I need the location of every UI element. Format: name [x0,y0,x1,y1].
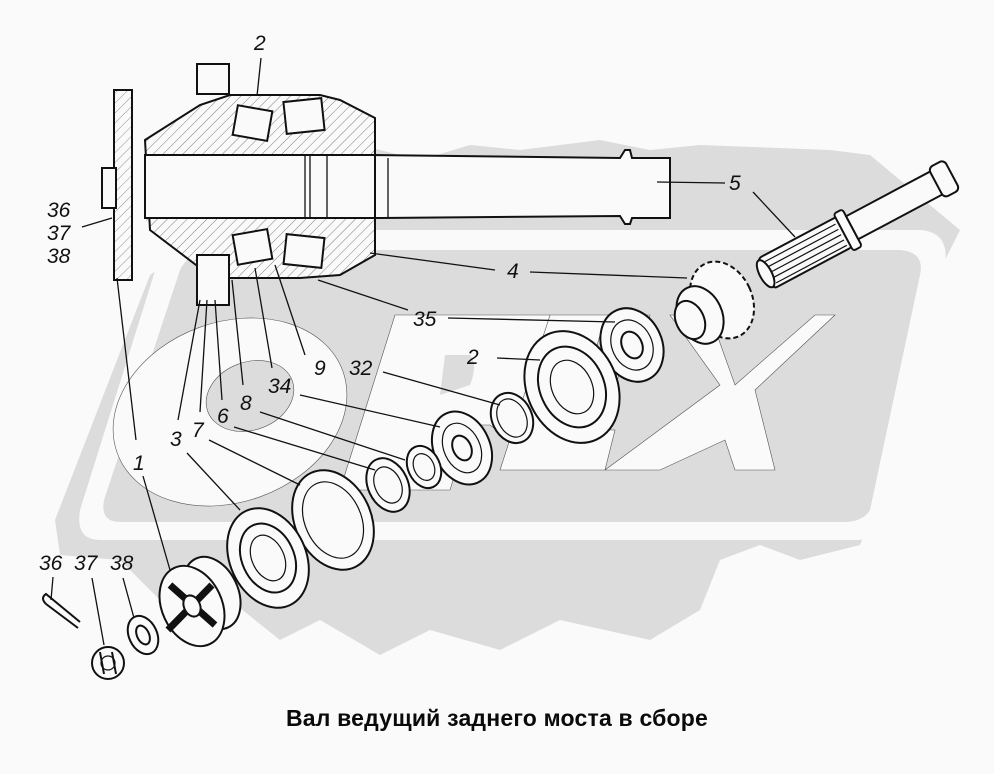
callout-35: 35 [413,308,437,331]
shaft-assembly-section [101,63,671,306]
callouts: 2 36 37 38 5 4 35 2 9 32 34 8 6 7 3 1 36… [39,32,741,575]
callout-2-mid: 2 [466,346,479,369]
callout-36-left: 36 [47,199,71,222]
part-3-cover [226,507,310,609]
part-32-spacer [489,391,535,445]
part-34-ball-bearing [430,410,494,486]
callout-7: 7 [192,419,205,442]
leader-lines [50,57,796,646]
callout-37: 37 [74,552,99,575]
part-35-bearing [599,307,665,383]
callout-3: 3 [170,428,182,451]
shaft-bore [144,154,376,219]
part-6-seal [365,457,411,513]
callout-38-left: 38 [47,245,71,268]
callout-6: 6 [217,405,229,428]
callout-38: 38 [110,552,134,575]
watermark-letter-x [604,314,836,471]
callout-2-top: 2 [253,32,266,55]
callout-1: 1 [133,452,145,475]
part-2-housing [523,330,621,444]
callout-34: 34 [268,375,291,398]
callout-5: 5 [729,172,741,195]
callout-32: 32 [349,357,373,380]
callout-36: 36 [39,552,63,575]
callout-37-left: 37 [47,222,72,245]
diagram-caption: Вал ведущий заднего моста в сборе [285,705,709,731]
part-4-gear [673,260,756,345]
part-36-cotter-pin [42,592,81,629]
part-37-castle-nut [91,646,125,680]
part-1-flange [158,555,242,648]
callout-4: 4 [507,260,519,283]
callout-8: 8 [240,392,252,415]
callout-9: 9 [314,357,326,380]
part-38-washer [126,614,160,656]
part-8-lock-ring [405,444,443,490]
part-7-gasket [291,469,375,571]
shaft-extension [374,149,671,225]
part-5-drive-shaft [755,160,960,289]
